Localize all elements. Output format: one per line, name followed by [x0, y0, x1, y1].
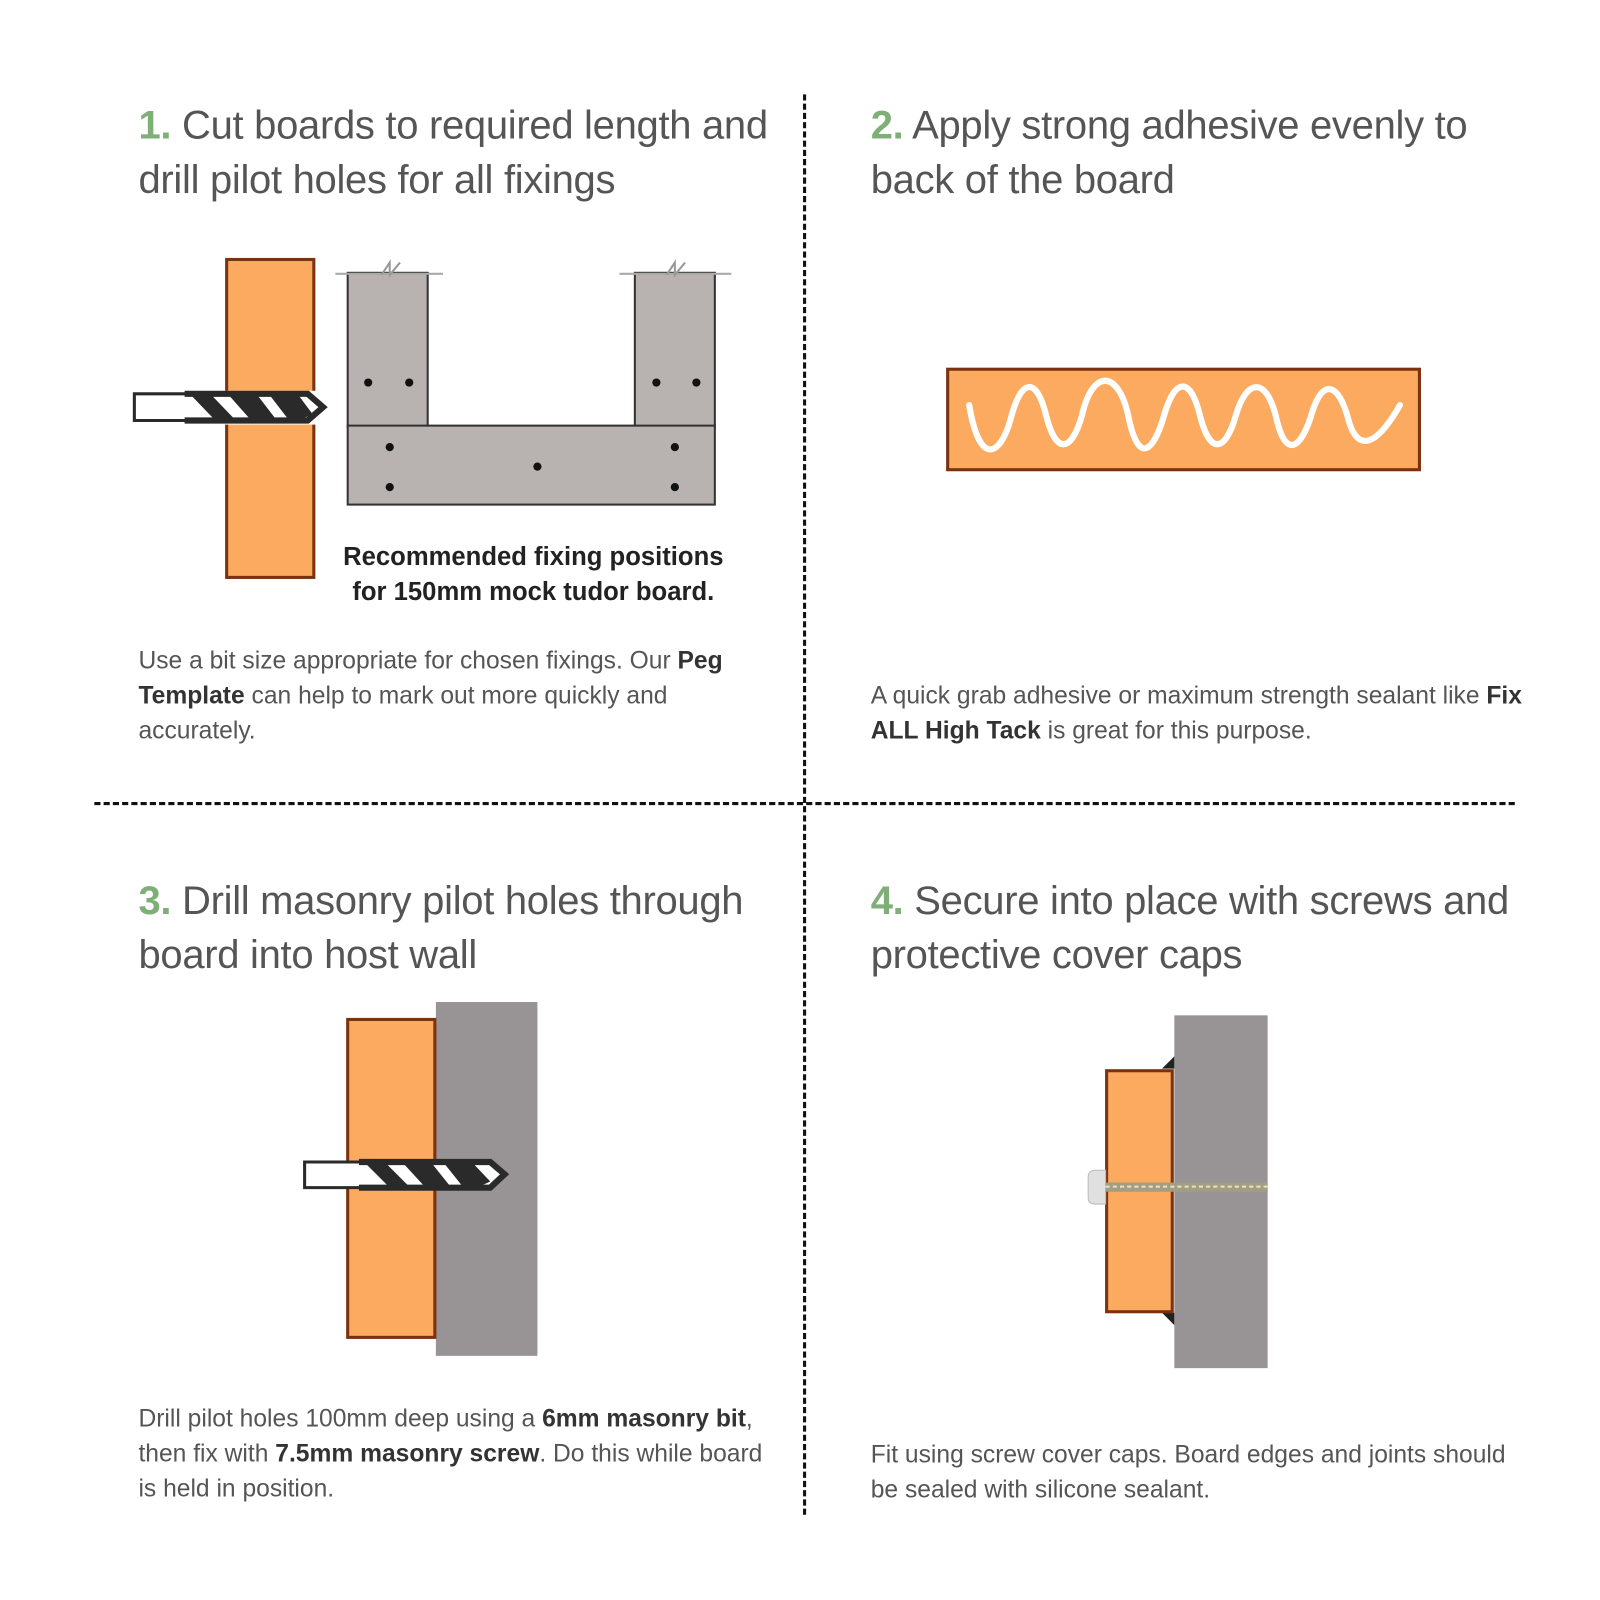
adhesive-bead — [966, 377, 1404, 453]
peg-template-link: Peg Template — [138, 647, 723, 710]
step-title: Cut boards to required length and drill … — [138, 103, 768, 203]
text: . Do this while board is held in positio… — [138, 1439, 763, 1503]
sealant — [1162, 1056, 1175, 1326]
step-4-heading: 4. Secure into place with screws and pro… — [871, 874, 1527, 983]
caption-line: Recommended fixing positions — [343, 542, 724, 572]
text: can help to mark out more quickly and ac… — [138, 682, 668, 745]
text: A quick grab adhesive or maximum strengt… — [870, 682, 1487, 710]
bit-size: 6mm masonry bit — [542, 1405, 746, 1433]
step-number: 4. — [870, 878, 904, 924]
step-number: 1. — [138, 103, 172, 148]
step-3-heading: 3. Drill masonry pilot holes through boa… — [138, 874, 774, 983]
step-2-body: A quick grab adhesive or maximum strengt… — [871, 679, 1527, 749]
text: Fit using screw cover caps. Board edges … — [870, 1440, 1506, 1504]
text: Drill pilot holes 100mm deep using a — [138, 1405, 543, 1433]
wall — [435, 1002, 538, 1356]
step-1-body: Use a bit size appropriate for chosen fi… — [138, 644, 753, 749]
step-title: Apply strong adhesive evenly to back of … — [870, 103, 1468, 203]
wall — [1174, 1015, 1268, 1369]
step-title: Drill masonry pilot holes through board … — [138, 878, 744, 978]
screw-cover-cap-icon — [1087, 1169, 1107, 1205]
fixing-positions-caption: Recommended fixing positions for 150mm m… — [328, 539, 738, 609]
screw-size: 7.5mm masonry screw — [275, 1439, 540, 1468]
drill-bit-icon — [303, 1158, 510, 1191]
step-number: 2. — [870, 103, 904, 148]
screw-icon — [1105, 1182, 1268, 1192]
step-title: Secure into place with screws and protec… — [870, 878, 1509, 978]
board — [946, 367, 1421, 472]
caption-line: for 150mm mock tudor board. — [352, 577, 715, 607]
tudor-frame — [335, 259, 732, 506]
drill-bit-icon — [132, 390, 328, 424]
board — [1105, 1069, 1174, 1314]
text: , then fix with — [138, 1405, 753, 1468]
step-1-illustration — [132, 257, 732, 579]
step-4-body: Fit using screw cover caps. Board edges … — [871, 1438, 1507, 1508]
text: Use a bit size appropriate for chosen fi… — [138, 647, 678, 675]
board — [346, 1017, 437, 1339]
step-number: 3. — [138, 878, 172, 924]
text: is great for this purpose. — [1040, 716, 1312, 745]
step-3-body: Drill pilot holes 100mm deep using a 6mm… — [138, 1402, 774, 1507]
step-1-heading: 1. Cut boards to required length and dri… — [138, 98, 774, 207]
step-2-heading: 2. Apply strong adhesive evenly to back … — [871, 98, 1507, 207]
horizontal-divider — [94, 802, 1515, 806]
product-name: Fix ALL High Tack — [870, 682, 1522, 745]
